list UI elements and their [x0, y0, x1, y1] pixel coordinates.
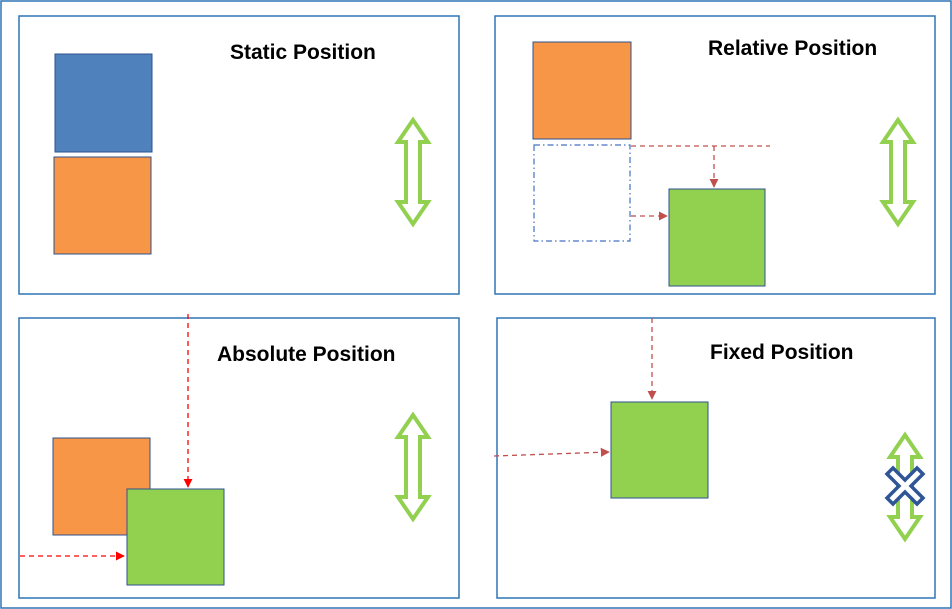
panel-absolute-border — [18, 317, 460, 599]
panel-static: Static Position — [18, 15, 460, 295]
orange-box — [53, 156, 152, 255]
double-headed-vertical-arrow-icon — [396, 118, 430, 226]
panel-fixed-border — [496, 317, 936, 599]
green-box — [610, 401, 709, 499]
green-box — [668, 188, 766, 287]
panel-static-border — [18, 15, 460, 295]
panel-absolute: Absolute Position — [18, 314, 460, 599]
original-position-placeholder — [533, 144, 631, 242]
double-headed-vertical-arrow-icon — [396, 413, 430, 521]
green-box — [126, 488, 225, 586]
panel-fixed: Fixed Position — [493, 317, 936, 599]
orange-box — [532, 41, 632, 140]
double-headed-vertical-arrow-icon — [881, 118, 915, 226]
left-offset-arrow — [493, 447, 610, 457]
blue-box — [54, 53, 153, 153]
cross-icon — [884, 465, 926, 507]
panel-relative-border — [494, 15, 936, 295]
panel-static-title: Static Position — [230, 41, 376, 64]
panel-relative: Relative Position — [494, 15, 936, 295]
panel-absolute-title: Absolute Position — [217, 343, 396, 366]
panel-relative-title: Relative Position — [708, 37, 877, 60]
panel-fixed-title: Fixed Position — [710, 341, 854, 364]
